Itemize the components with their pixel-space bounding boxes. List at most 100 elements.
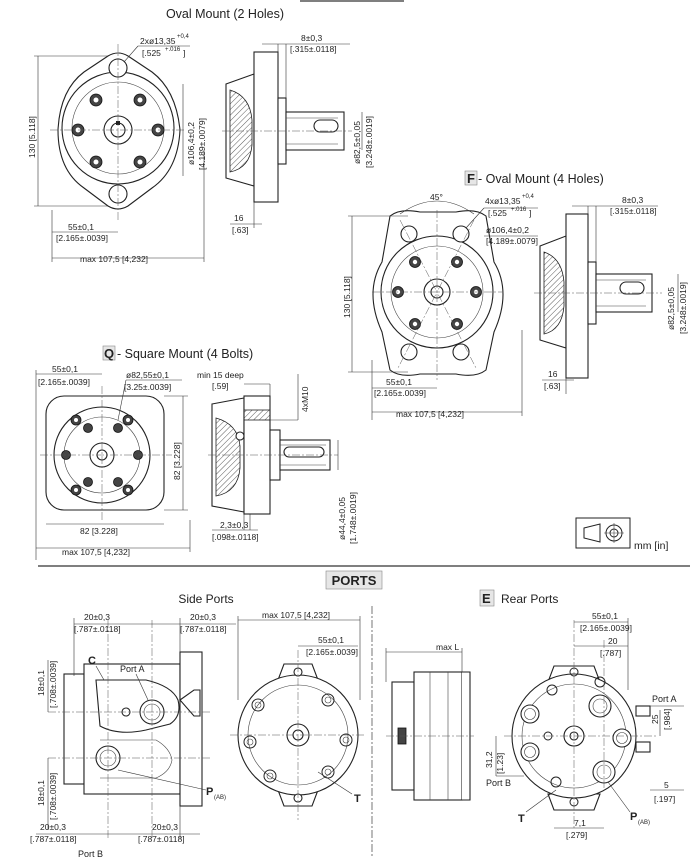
rear-dim-25: 25	[650, 714, 660, 724]
side-dim-18-b: 18±0,1	[36, 780, 46, 806]
f-holes-dim: 4xø13,35	[485, 196, 521, 206]
svg-text:[.984]: [.984]	[662, 709, 672, 730]
svg-text:[3.248±.0019]: [3.248±.0019]	[364, 116, 374, 168]
svg-text:(AB): (AB)	[214, 795, 226, 801]
units-legend: mm [in]	[575, 517, 669, 552]
oval2-pcd: ø106,4±0,2	[186, 122, 196, 165]
rear-ports-view	[504, 620, 656, 830]
svg-text:[2.165±.0039]: [2.165±.0039]	[374, 388, 426, 398]
ports-header: PORTS	[325, 570, 383, 590]
ports-title: PORTS	[332, 573, 377, 588]
svg-text:[4.189±.0079]: [4.189±.0079]	[197, 118, 207, 170]
svg-text:+.016: +.016	[511, 207, 527, 213]
e-letter: E	[482, 591, 491, 606]
svg-text:[.279]: [.279]	[566, 830, 587, 840]
svg-text:+0,4: +0,4	[177, 34, 190, 40]
f-angle: 45°	[430, 192, 443, 202]
oval2-side-view	[222, 51, 352, 203]
svg-text:[.525: [.525	[142, 48, 161, 58]
svg-text:[.787±.0118]: [.787±.0118]	[30, 834, 77, 844]
oval2-dim-130: 130 [5.118]	[27, 116, 37, 158]
rear-dim-31-2: 31,2	[484, 751, 494, 768]
oval-mount-2-holes-title: Oval Mount (2 Holes)	[166, 7, 284, 21]
svg-text:]: ]	[529, 208, 531, 218]
q-front-view	[40, 386, 172, 520]
oval2-holes-dim: 2xø13,35	[140, 36, 176, 46]
f-shaft: ø82,5±0,05	[666, 287, 676, 330]
side-port-a-label: Port A	[120, 664, 145, 674]
svg-text:[.787±.0118]: [.787±.0118]	[74, 624, 121, 634]
q-side-view	[208, 395, 338, 515]
svg-text:[.59]: [.59]	[212, 381, 229, 391]
rear-port-a-label: Port A	[652, 694, 677, 704]
rear-side-max-l: max L	[436, 642, 459, 652]
f-dim-8: 8±0,3	[622, 195, 643, 205]
side-label-c: C	[88, 655, 96, 667]
rear-label-p: P	[630, 811, 637, 823]
rear-ports-section: 55±0,1 [2.165±.0039] 20 [.787] Port A 25…	[484, 611, 684, 840]
side-port-b-label: Port B	[78, 849, 103, 859]
rear-dim-7-1: 7,1	[574, 818, 586, 828]
side-dim-18-a: 18±0,1	[36, 670, 46, 696]
svg-text:[.525: [.525	[488, 208, 507, 218]
oval2-dim-8: 8±0,3	[301, 33, 322, 43]
oval2-front-view	[50, 44, 186, 220]
svg-text:+0,4: +0,4	[522, 194, 535, 200]
svg-text:[.708±.0039]: [.708±.0039]	[48, 661, 58, 708]
side-ports-view	[48, 620, 210, 840]
f-side-view	[534, 213, 662, 379]
svg-text:[3.248±.0019]: [3.248±.0019]	[678, 282, 688, 334]
side-dim-20-d: 20±0,3	[152, 822, 178, 832]
svg-text:[.315±.0118]: [.315±.0118]	[610, 206, 657, 216]
side-dim-20-c: 20±0,3	[40, 822, 66, 832]
svg-text:+.016: +.016	[165, 47, 181, 53]
svg-text:[2.165±.0039]: [2.165±.0039]	[306, 647, 358, 657]
side-dim-20-a: 20±0,3	[84, 612, 110, 622]
rear-port-b-label: Port B	[486, 778, 511, 788]
rear-side-view	[386, 671, 474, 801]
svg-text:[2.165±.0039]: [2.165±.0039]	[56, 233, 108, 243]
svg-text:[.098±.0118]: [.098±.0118]	[212, 532, 259, 542]
svg-text:[4.189±.0079]: [4.189±.0079]	[486, 236, 538, 246]
side-dim-20-b: 20±0,3	[190, 612, 216, 622]
f-title: - Oval Mount (4 Holes)	[478, 172, 604, 186]
q-max: max 107,5 [4,232]	[62, 547, 130, 557]
rear-dim-55: 55±0,1	[592, 611, 618, 621]
rear-dim-5: 5	[664, 780, 669, 790]
f-dim-16: 16	[548, 369, 558, 379]
svg-text:[1.748±.0019]: [1.748±.0019]	[348, 492, 358, 544]
q-letter: Q	[104, 346, 114, 361]
oval2-dim-16: 16	[234, 213, 244, 223]
svg-text:[1.23]: [1.23]	[495, 753, 505, 774]
q-thread: 4xM10	[300, 386, 310, 412]
svg-text:]: ]	[183, 48, 185, 58]
q-dim-82: 82 [3.228]	[80, 526, 118, 536]
oval-mount-2-holes-section: Oval Mount (2 Holes) 2xø13,35 +0,4 [.525	[27, 7, 374, 264]
svg-text:[.63]: [.63]	[232, 225, 249, 235]
svg-text:[.787±.0118]: [.787±.0118]	[180, 624, 227, 634]
svg-text:[2.165±.0039]: [2.165±.0039]	[580, 623, 632, 633]
q-dim-82-vertical: 82 [3.228]	[172, 442, 182, 480]
f-pcd: ø106,4±0,2	[486, 225, 529, 235]
q-pcd: ø82,55±0,1	[126, 370, 169, 380]
f-dim-130: 130 [5.118]	[342, 276, 352, 318]
q-dim-2-3: 2,3±0,3	[220, 520, 249, 530]
q-min15-deep: min 15 deep	[197, 370, 244, 380]
q-dim-55: 55±0,1	[52, 364, 78, 374]
f-dim-55: 55±0,1	[386, 377, 412, 387]
oval2-dim-55: 55±0,1	[68, 222, 94, 232]
side-ports-section: 20±0,3 [.787±.0118] 20±0,3 [.787±.0118] …	[30, 612, 236, 859]
svg-text:[2.165±.0039]: [2.165±.0039]	[38, 377, 90, 387]
svg-text:[.315±.0118]: [.315±.0118]	[290, 44, 337, 54]
svg-text:[3.25±.0039]: [3.25±.0039]	[124, 382, 171, 392]
q-shaft: ø44,4±0,05	[337, 497, 347, 540]
ports-front-view: T	[230, 650, 366, 820]
units-label: mm [in]	[634, 540, 669, 552]
svg-text:[.787]: [.787]	[600, 648, 621, 658]
rear-dim-20: 20	[608, 636, 618, 646]
rear-ports-title: Rear Ports	[501, 592, 558, 606]
q-square-mount-section: Q - Square Mount (4 Bolts) 55±0,1 [2.165…	[35, 345, 358, 560]
front-dim-55: 55±0,1	[318, 635, 344, 645]
f-oval-mount-4-holes-section: F - Oval Mount (4 Holes) 45°	[342, 170, 688, 420]
